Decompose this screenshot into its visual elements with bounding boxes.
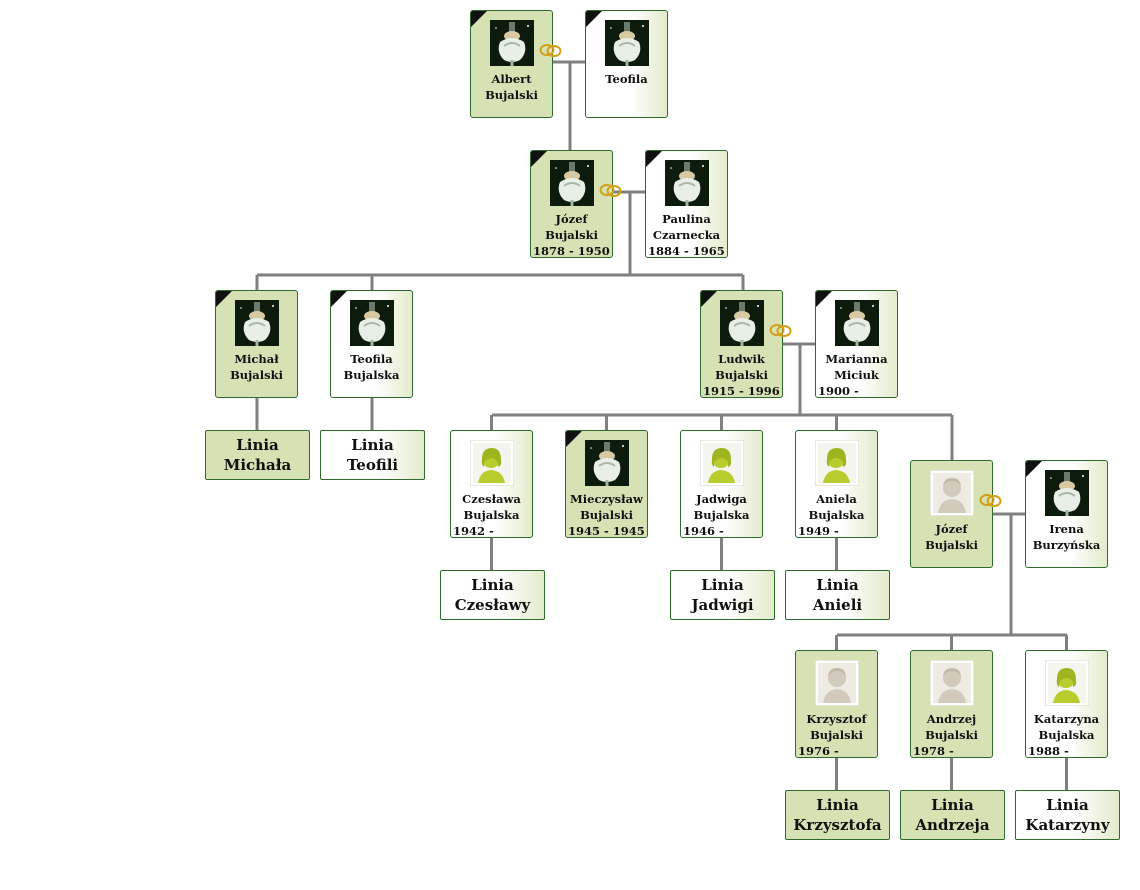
deceased-photo-icon <box>235 300 279 346</box>
deceased-photo-icon <box>585 440 629 486</box>
person-life-years: 1945 - 1945 <box>568 524 645 538</box>
person-life-years: 1900 - <box>818 384 859 398</box>
person-name: Teofila <box>605 72 648 86</box>
deceased-photo-icon <box>720 300 764 346</box>
mourning-ribbon-icon <box>216 291 232 307</box>
wedding-rings-icon <box>598 181 624 199</box>
person-life-years: 1946 - <box>683 524 724 538</box>
person-life-years: 1976 - <box>798 744 839 758</box>
mourning-ribbon-icon <box>531 151 547 167</box>
male-avatar-icon <box>930 470 974 516</box>
person-life-years: 1942 - <box>453 524 494 538</box>
male-avatar-icon <box>815 660 859 706</box>
female-avatar-icon <box>815 440 859 486</box>
deceased-photo-icon <box>835 300 879 346</box>
mourning-ribbon-icon <box>816 291 832 307</box>
female-avatar-icon <box>700 440 744 486</box>
person-life-years: 1878 - 1950 <box>533 244 610 258</box>
person-life-years: 1978 - <box>913 744 954 758</box>
wedding-rings-icon <box>538 41 564 59</box>
mourning-ribbon-icon <box>471 11 487 27</box>
female-avatar-icon <box>1045 660 1089 706</box>
deceased-photo-icon <box>350 300 394 346</box>
wedding-rings-icon <box>768 321 794 339</box>
person-life-years: 1949 - <box>798 524 839 538</box>
mourning-ribbon-icon <box>331 291 347 307</box>
mourning-ribbon-icon <box>566 431 582 447</box>
person-card[interactable]: Teofila <box>585 10 668 118</box>
deceased-photo-icon <box>605 20 649 66</box>
mourning-ribbon-icon <box>701 291 717 307</box>
wedding-rings-icon <box>978 491 1004 509</box>
person-life-years: 1915 - 1996 <box>703 384 780 398</box>
deceased-photo-icon <box>665 160 709 206</box>
mourning-ribbon-icon <box>646 151 662 167</box>
deceased-photo-icon <box>1045 470 1089 516</box>
person-life-years: 1884 - 1965 <box>648 244 725 258</box>
mourning-ribbon-icon <box>1026 461 1042 477</box>
person-life-years: 1988 - <box>1028 744 1069 758</box>
female-avatar-icon <box>470 440 514 486</box>
deceased-photo-icon <box>550 160 594 206</box>
deceased-photo-icon <box>490 20 534 66</box>
male-avatar-icon <box>930 660 974 706</box>
mourning-ribbon-icon <box>586 11 602 27</box>
